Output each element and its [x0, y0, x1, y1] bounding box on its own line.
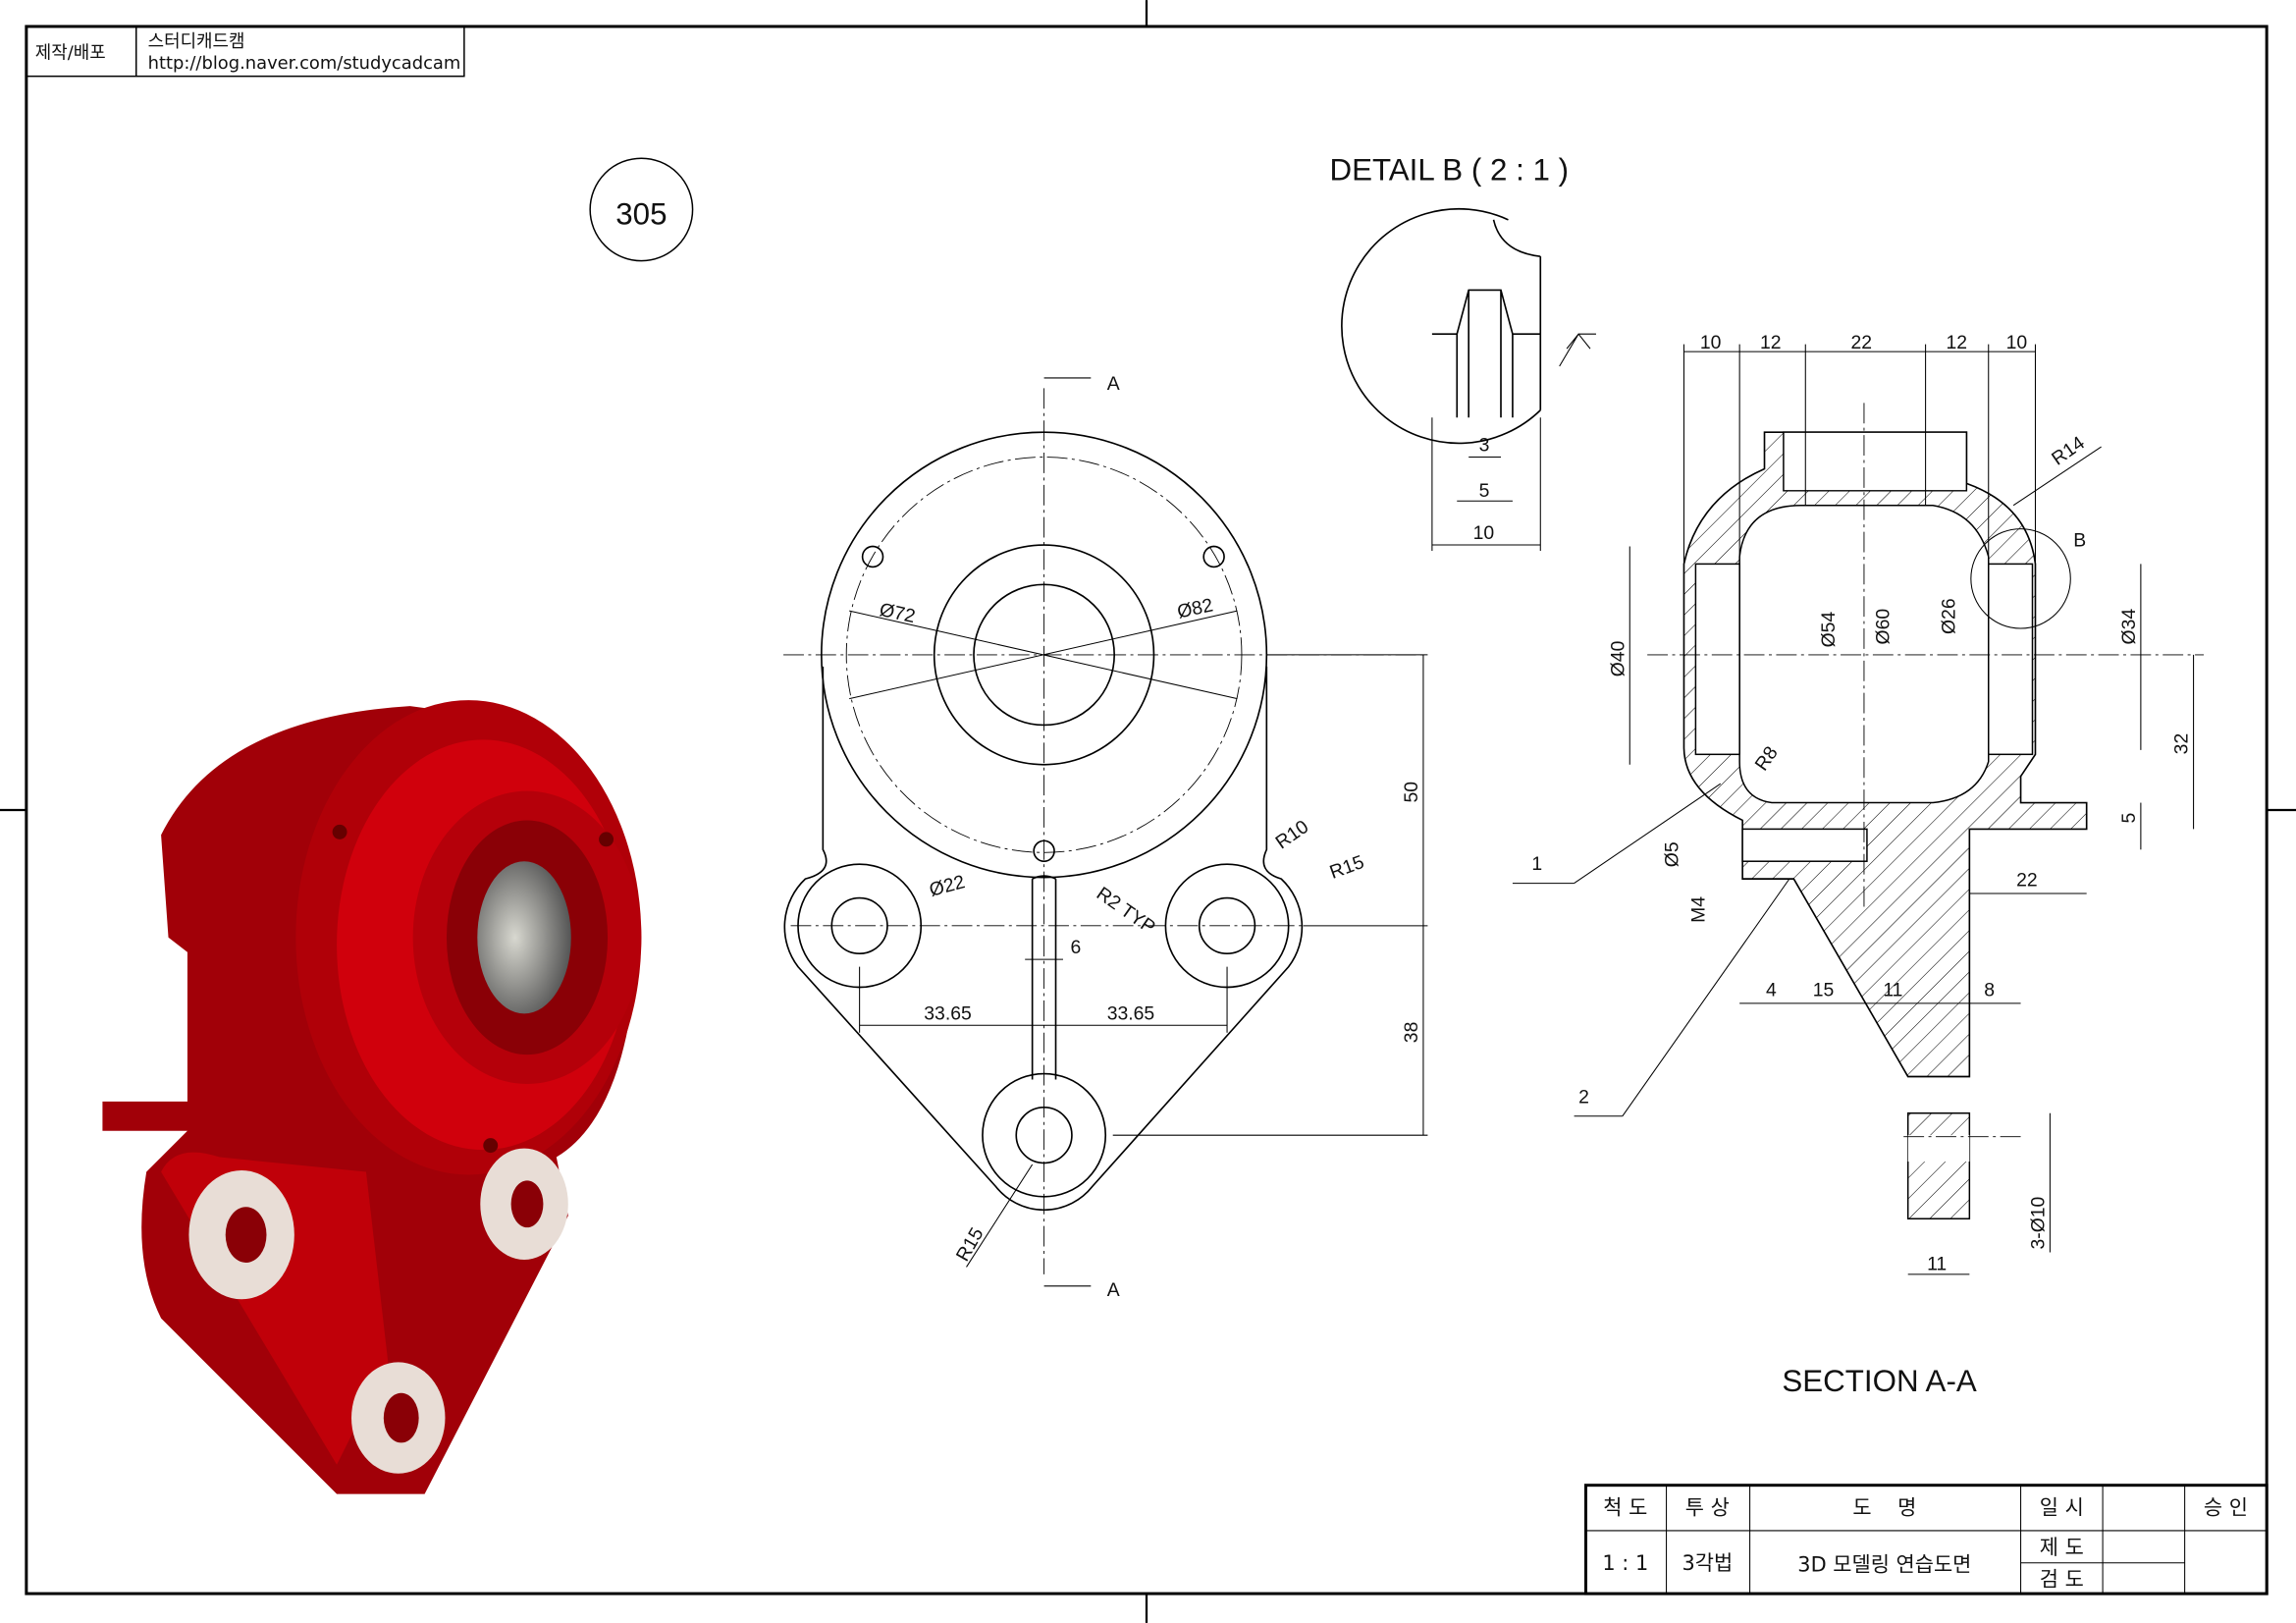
front-view: A A Ø72 Ø82 Ø22 R2 TYP 6 33.65 33.65 50 … [783, 373, 1428, 1301]
header-label: 제작/배포 [35, 43, 106, 64]
dimension-label: 10 [1473, 522, 1495, 544]
dimension-label: 제 도 [2040, 1536, 2084, 1559]
dimension-label: Ø54 [1818, 612, 1840, 648]
dimension-label: 일 시 [2040, 1496, 2084, 1520]
section-mark-bottom: A [1107, 1279, 1120, 1301]
dimension-label: 검 도 [2040, 1568, 2084, 1592]
dimension-label: 3 [1479, 435, 1490, 457]
dimension-label: 5 [1479, 480, 1490, 502]
dimension-label: B [2073, 530, 2086, 552]
drawing-number-balloon: 305 [589, 157, 694, 262]
dimension-label: 3각법 [1682, 1551, 1733, 1575]
dimension-label: 6 [1070, 937, 1081, 958]
dimension-label: 5 [2118, 813, 2140, 824]
header-author: 스터디캐드캠 [148, 31, 245, 52]
dimension-label: 12 [1760, 332, 1782, 353]
dimension-label: 1 : 1 [1602, 1551, 1648, 1575]
dimension-label: 11 [1883, 979, 1902, 1001]
section-mark-top: A [1107, 373, 1120, 395]
dimension-label: 15 [1813, 979, 1835, 1001]
dimension-label: 도 명 [1852, 1496, 1916, 1520]
dimension-label: 승 인 [2204, 1496, 2248, 1520]
dimension-label: 33.65 [1107, 1002, 1155, 1024]
section-title: SECTION A-A [1782, 1364, 1976, 1398]
dimension-label: Ø82 [1175, 594, 1214, 622]
callout-1: 1 [1531, 853, 1542, 875]
dimension-label: Ø72 [878, 599, 917, 627]
callout-2: 2 [1578, 1086, 1589, 1108]
dimension-label: R10 [1271, 816, 1312, 854]
dimension-label: Ø22 [927, 871, 967, 901]
header-box: 제작/배포 스터디캐드캠 http://blog.naver.com/study… [26, 26, 465, 78]
dimension-label: 8 [1984, 979, 1995, 1001]
dimension-label: 11 [1927, 1253, 1947, 1274]
dimension-label: 3-Ø10 [2027, 1196, 2049, 1249]
dimension-label: 50 [1401, 782, 1422, 803]
header-url[interactable]: http://blog.naver.com/studycadcam [148, 53, 461, 74]
section-a-a-view: SECTION A-A 10 12 22 12 10 R14 B Ø40 Ø54… [1512, 332, 2205, 1398]
detail-title: DETAIL B ( 2 : 1 ) [1329, 153, 1569, 188]
dimension-label: Ø26 [1938, 598, 1959, 634]
dimension-label: 22 [2016, 870, 2038, 892]
dimension-label: R2 TYP [1093, 883, 1159, 939]
isometric-3d-model [102, 700, 642, 1494]
dimension-label: Ø40 [1607, 640, 1629, 676]
dimension-label: Ø60 [1872, 609, 1894, 645]
dimension-label: R15 [1327, 851, 1367, 884]
dimension-label: 33.65 [924, 1002, 972, 1024]
title-block: 척 도 투 상 도 명 일 시 승 인 1 : 1 3각법 3D 모델링 연습도… [1584, 1484, 2269, 1596]
dimension-label: 10 [2006, 332, 2028, 353]
drawing-name: 3D 모델링 연습도면 [1797, 1553, 1971, 1577]
dimension-label: R14 [2048, 432, 2089, 470]
dimension-label: 10 [1700, 332, 1722, 353]
dimension-label: 38 [1401, 1022, 1422, 1044]
dimension-label: 투 상 [1685, 1496, 1730, 1520]
detail-b-view: DETAIL B ( 2 : 1 ) 3 5 10 [1329, 153, 1596, 551]
dimension-label: 22 [1851, 332, 1873, 353]
dimension-label: Ø5 [1661, 841, 1682, 867]
dimension-label: Ø34 [2118, 609, 2140, 645]
dimension-label: 척 도 [1603, 1496, 1647, 1520]
dimension-label: R15 [952, 1224, 988, 1266]
dimension-label: 305 [615, 196, 667, 231]
dimension-label: 4 [1766, 979, 1777, 1001]
dimension-label: 12 [1946, 332, 1967, 353]
dimension-label: 32 [2171, 733, 2193, 755]
dimension-label: M4 [1687, 896, 1709, 923]
